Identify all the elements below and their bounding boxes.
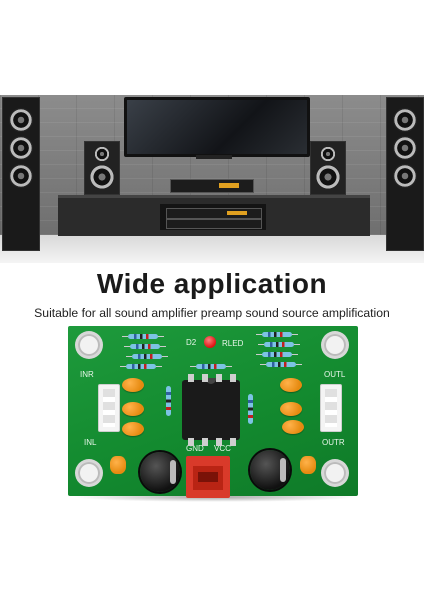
resistor: [126, 354, 168, 359]
resistor: [120, 364, 162, 369]
label-d2: D2: [186, 338, 197, 347]
resistor-vertical: [248, 394, 253, 424]
ceramic-capacitor: [282, 420, 304, 434]
chip-pin: [202, 374, 208, 382]
chip-pin: [230, 438, 236, 446]
label-vcc: VCC: [214, 444, 231, 453]
chip-pin: [216, 438, 222, 446]
chip-pin: [202, 438, 208, 446]
product-scene-photo: [0, 95, 424, 263]
page-subtitle: Suitable for all sound amplifier preamp …: [34, 306, 390, 320]
chip-pin: [188, 438, 194, 446]
resistor: [256, 352, 298, 357]
op-amp-chip: [182, 378, 240, 440]
label-outr: OUTR: [322, 438, 345, 447]
resistor: [258, 342, 300, 347]
ceramic-capacitor: [122, 378, 144, 392]
input-connector: [98, 384, 120, 432]
mounting-hole: [78, 462, 100, 484]
power-connector: [186, 456, 230, 498]
television: [124, 97, 310, 157]
resistor: [190, 364, 232, 369]
chip-pin: [230, 374, 236, 382]
label-gnd: GND: [186, 444, 204, 453]
tantalum-capacitor: [110, 456, 126, 474]
mounting-hole: [324, 462, 346, 484]
television-stand: [196, 155, 232, 159]
chip-pin: [188, 374, 194, 382]
label-rled: RLED: [222, 339, 244, 348]
electrolytic-capacitor: [140, 452, 180, 492]
media-player: [166, 219, 262, 229]
tantalum-capacitor: [300, 456, 316, 474]
floor: [0, 235, 424, 263]
output-connector: [320, 384, 342, 432]
left-bookshelf-speaker: [84, 141, 120, 195]
ceramic-capacitor: [122, 422, 144, 436]
right-tower-speaker: [386, 97, 424, 251]
ceramic-capacitor: [280, 402, 302, 416]
mounting-hole: [78, 334, 100, 356]
electrolytic-capacitor: [250, 450, 290, 490]
label-outl: OUTL: [324, 370, 346, 379]
resistor: [124, 344, 166, 349]
resistor: [260, 362, 302, 367]
tv-cabinet: [58, 195, 370, 236]
right-bookshelf-speaker: [310, 141, 346, 195]
resistor-vertical: [166, 386, 171, 416]
resistor: [256, 332, 298, 337]
resistor: [122, 334, 164, 339]
ceramic-capacitor: [122, 402, 144, 416]
red-led: [204, 336, 216, 348]
av-receiver: [166, 208, 262, 219]
label-inr: INR: [80, 370, 94, 379]
label-inl: INL: [84, 438, 97, 447]
page-title: Wide application: [96, 268, 328, 299]
av-receiver-top: [170, 179, 254, 193]
mounting-hole: [324, 334, 346, 356]
chip-pin: [216, 374, 222, 382]
left-tower-speaker: [2, 97, 40, 251]
ceramic-capacitor: [280, 378, 302, 392]
